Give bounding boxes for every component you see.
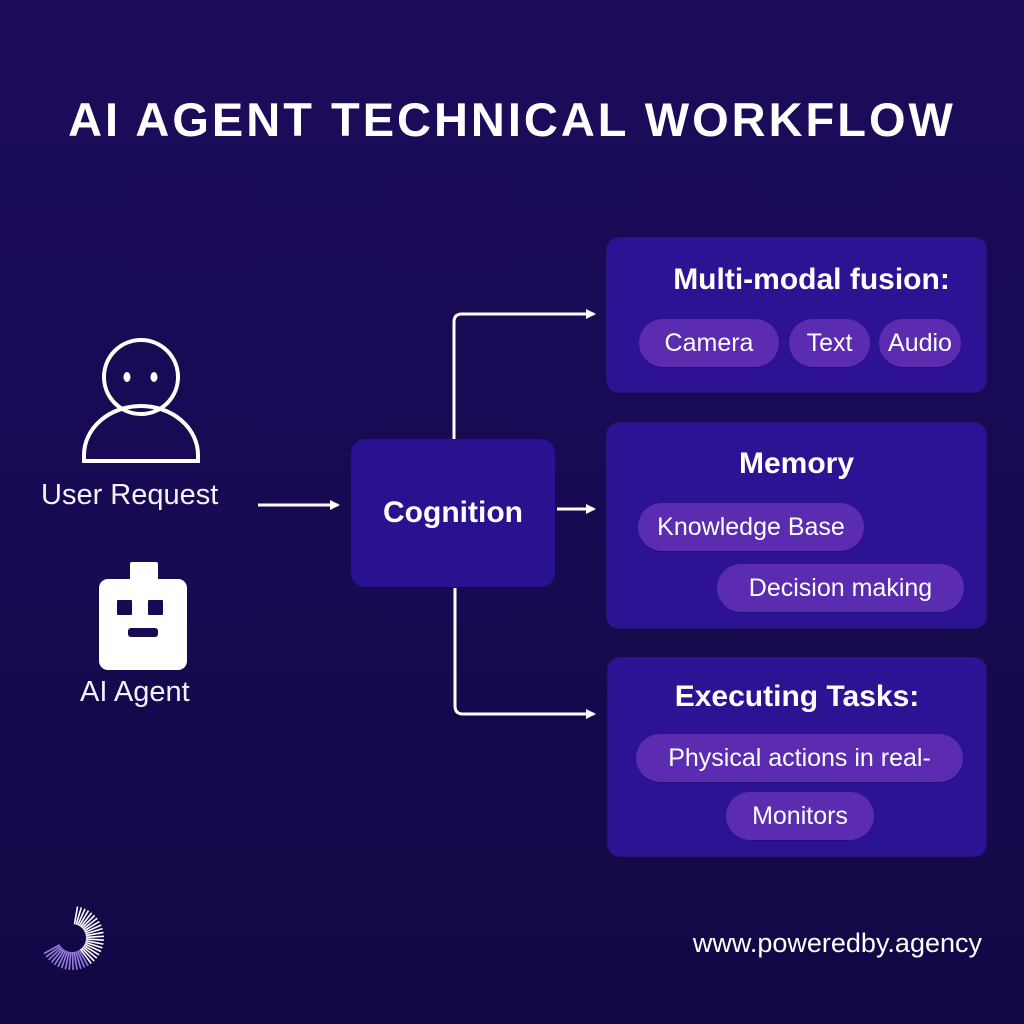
logo-ray: [85, 927, 103, 935]
logo-ray: [85, 939, 104, 945]
ai-agent-label: AI Agent: [80, 676, 190, 708]
card-title: Executing Tasks:: [674, 680, 920, 713]
logo-ray: [85, 935, 104, 939]
multimodal-fusion-card: Multi-modal fusion: Camera Text Audio: [607, 238, 986, 392]
logo-ray: [68, 951, 72, 970]
logo-ray: [76, 950, 86, 968]
logo-ray: [75, 951, 82, 969]
logo-ray: [48, 946, 63, 961]
pill-knowledge-base: Knowledge Base: [638, 503, 864, 551]
cognition-box: Cognition: [351, 439, 555, 587]
logo-ray: [53, 949, 66, 966]
logo-ray: [64, 951, 70, 970]
logo-ray: [79, 948, 92, 965]
pill-text: Text: [789, 319, 870, 367]
logo-ray: [85, 941, 103, 949]
logo-ray: [76, 908, 86, 926]
pill-audio: Audio: [879, 319, 961, 367]
cognition-label: Cognition: [383, 496, 523, 529]
pill-camera: Camera: [639, 319, 779, 367]
card-title: Memory: [738, 447, 855, 480]
user-request-label: User Request: [41, 479, 219, 511]
pill-monitors: Monitors: [726, 792, 874, 840]
logo-ray: [78, 910, 90, 927]
website-url: www.poweredby.agency: [692, 928, 982, 958]
logo-ray: [83, 920, 100, 932]
logo-ray: [71, 951, 74, 971]
logo-ray: [78, 949, 89, 967]
logo-ray: [85, 938, 104, 942]
logo-ray: [85, 931, 104, 937]
arrow-cognition-to-fusion: [452, 309, 596, 439]
pill-decision-making: Decision making: [717, 564, 964, 612]
page-title: AI AGENT TECHNICAL WORKFLOW: [68, 93, 956, 146]
logo-ray: [50, 948, 64, 964]
logo-ray: [82, 917, 98, 931]
logo-ray: [60, 950, 69, 969]
logo-ray: [79, 912, 93, 928]
logo-ray: [57, 950, 67, 968]
memory-card: Memory Knowledge Base Decision making: [607, 423, 986, 628]
logo-ray: [73, 906, 79, 925]
executing-tasks-card: Executing Tasks: Physical actions in rea…: [608, 658, 986, 856]
logo-ray: [73, 951, 78, 970]
logo-ray: [84, 943, 102, 953]
arrow-cognition-to-tasks: [453, 588, 596, 719]
logo-ray: [81, 914, 96, 929]
logo-ray: [83, 944, 100, 956]
logo-ray: [82, 946, 98, 959]
logo-ray: [81, 947, 95, 962]
logo-ray: [75, 907, 83, 925]
card-title: Multi-modal fusion:: [673, 263, 950, 296]
logo-ray: [84, 924, 102, 934]
logo-ray: [45, 945, 62, 958]
logo-ray: [43, 944, 61, 955]
pill-physical-actions: Physical actions in real-: [636, 734, 963, 782]
